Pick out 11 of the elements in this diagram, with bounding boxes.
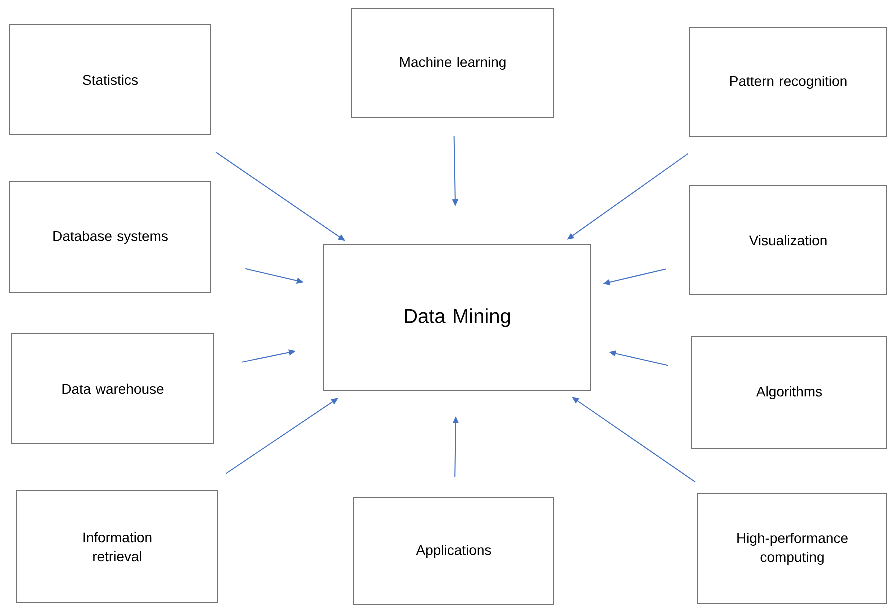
topic-box: Visualization	[690, 186, 888, 296]
topic-box: Statistics	[10, 24, 212, 136]
topic-box: Information retrieval	[16, 490, 218, 604]
topic-box: Machine learning	[352, 8, 554, 118]
topic-box: Algorithms	[692, 336, 888, 450]
topic-box: Database systems	[10, 182, 212, 294]
topic-box: Applications	[354, 498, 554, 606]
topic-box: Pattern recognition	[690, 28, 888, 138]
topic-box: High-performance computing	[698, 494, 888, 604]
center-box: Data Mining	[324, 244, 592, 392]
topic-box: Data warehouse	[12, 334, 214, 444]
